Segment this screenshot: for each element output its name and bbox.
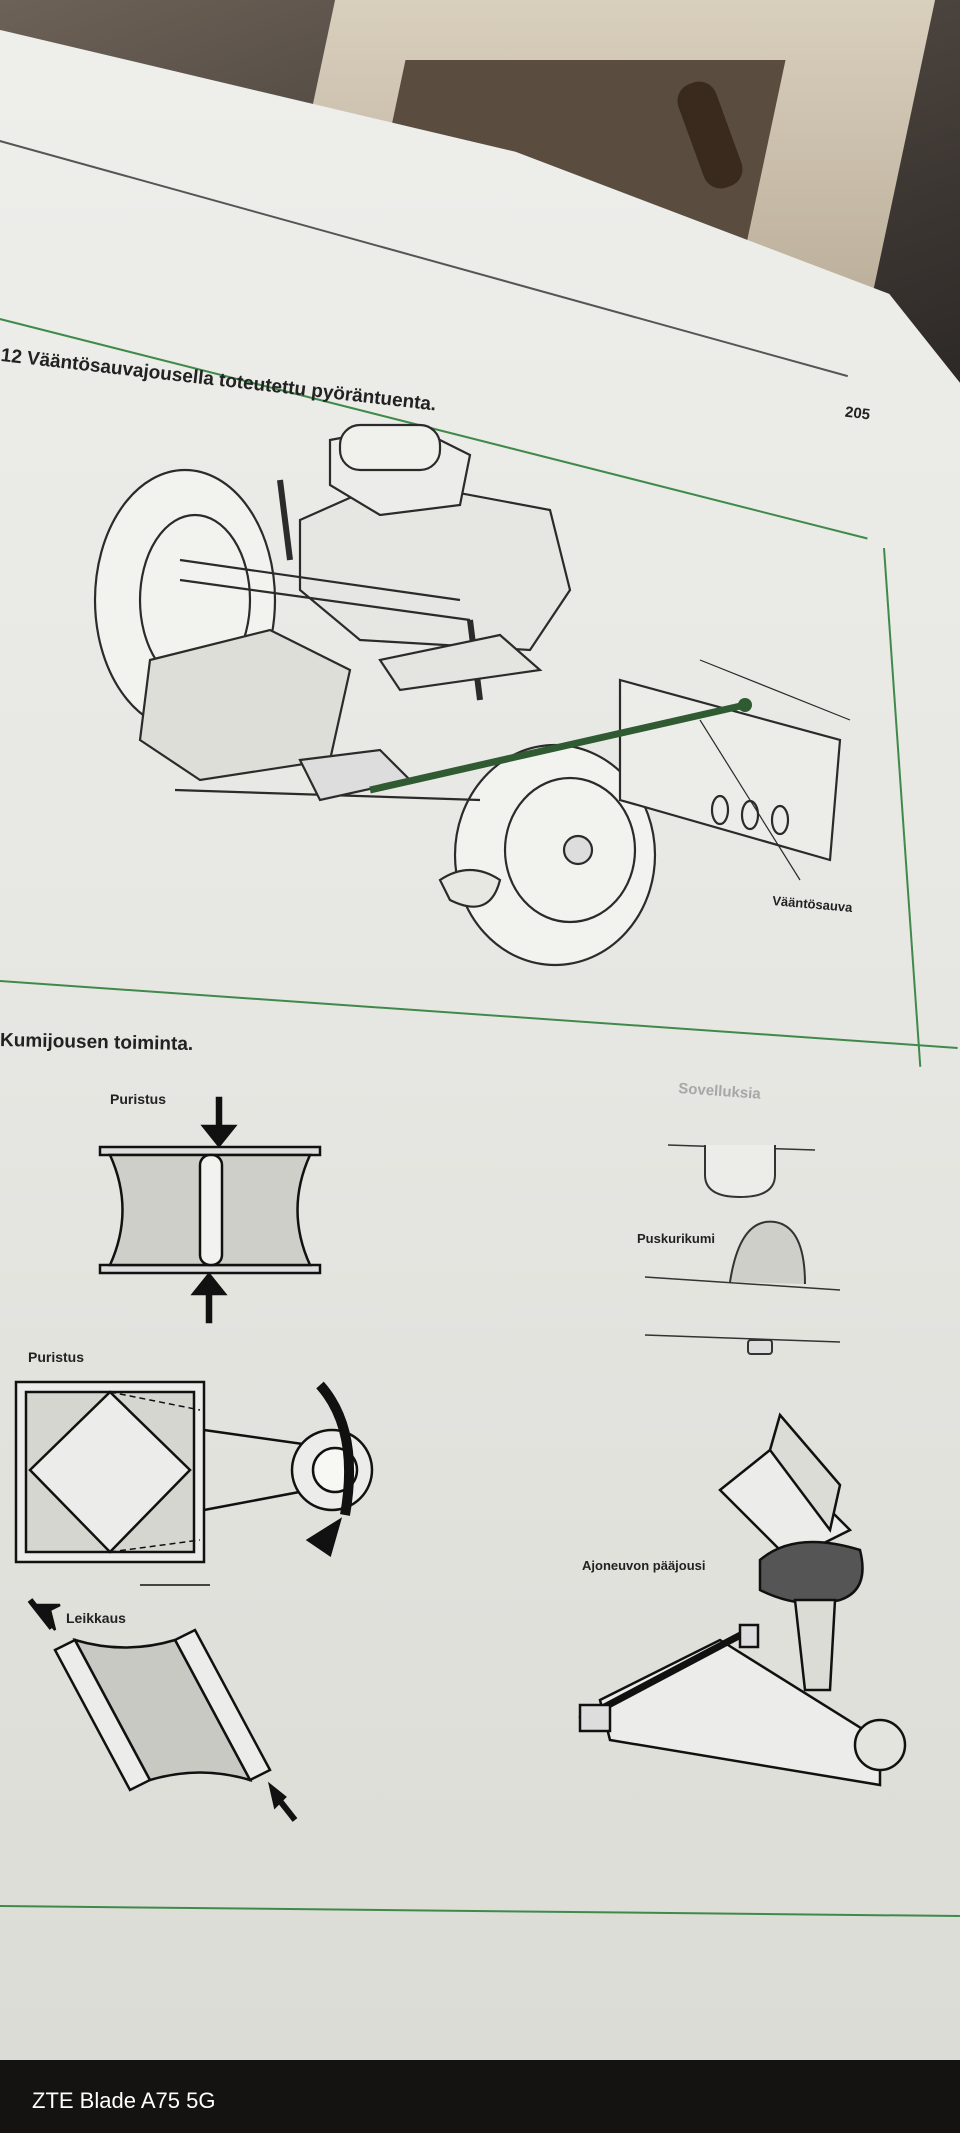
- shear-arrow-bottom-icon: [267, 1781, 287, 1810]
- bump-stop-line: [644, 1276, 841, 1291]
- rail-hole-3: [770, 804, 790, 836]
- chassis-rail: [618, 678, 842, 862]
- torsion-bar-leader: [699, 719, 801, 881]
- device-watermark: ZTE Blade A75 5G: [32, 2088, 216, 2113]
- upper-arm: [179, 558, 461, 602]
- bracket-side: [768, 1412, 842, 1533]
- bracket: [718, 1448, 853, 1562]
- applications-label: Sovelluksia: [678, 1080, 762, 1103]
- dashed-lines: [109, 1391, 201, 1553]
- rubber-compression-diagram: [98, 1096, 322, 1324]
- front-wheel-hub: [503, 776, 637, 924]
- bolt-end: [738, 1623, 760, 1649]
- arrow-down-icon: [200, 1096, 238, 1149]
- main-spring-diagram: [578, 1412, 907, 1787]
- shear-arrow-top-shaft: [27, 1598, 55, 1630]
- lower-arm: [298, 748, 413, 802]
- lower-line: [644, 1334, 841, 1343]
- wishbone-arm: [598, 1638, 882, 1787]
- shock-absorber: [277, 479, 293, 561]
- rubber-torsion-diagram: [14, 1380, 374, 1586]
- torsion-bar: [369, 701, 746, 794]
- bump-stop-label: Puskurikumi: [637, 1231, 715, 1246]
- rotation-arrow-icon: [305, 1517, 343, 1558]
- frame-line: [699, 659, 851, 721]
- rubber-shear-diagram: [27, 1598, 298, 1822]
- bump-stop-rubber: [729, 1220, 806, 1285]
- main-spring-label: Ajoneuvon pääjousi: [582, 1558, 706, 1573]
- applications-diagrams: [644, 1144, 841, 1355]
- bolt-nut: [578, 1703, 612, 1733]
- shear-rubber: [72, 1637, 253, 1783]
- suspension-illustration: [93, 423, 851, 967]
- intake: [338, 423, 442, 472]
- hub-center: [562, 834, 594, 866]
- arrow-up-icon: [190, 1271, 228, 1324]
- center-slot: [198, 1153, 224, 1267]
- rubber-cone-top: [758, 1540, 864, 1605]
- compression-label-1: Puristus: [110, 1091, 166, 1107]
- rail-hole-1: [710, 794, 730, 826]
- wishbone: [378, 633, 543, 692]
- rotation-arc: [316, 1381, 355, 1516]
- ball-joint: [853, 1718, 907, 1772]
- mudguard: [438, 869, 502, 908]
- upper-arm-2: [179, 578, 471, 622]
- lever-arm: [203, 1428, 311, 1512]
- rubber-mount: [704, 1145, 776, 1199]
- torsion-bar-end: [738, 698, 752, 712]
- nut-icon: [747, 1339, 773, 1355]
- torsion-bar-label: Vääntösauva: [772, 893, 854, 915]
- rubber-cone: [793, 1598, 837, 1692]
- compression-label-2: Puristus: [28, 1349, 84, 1365]
- shear-label: Leikkaus: [66, 1610, 126, 1626]
